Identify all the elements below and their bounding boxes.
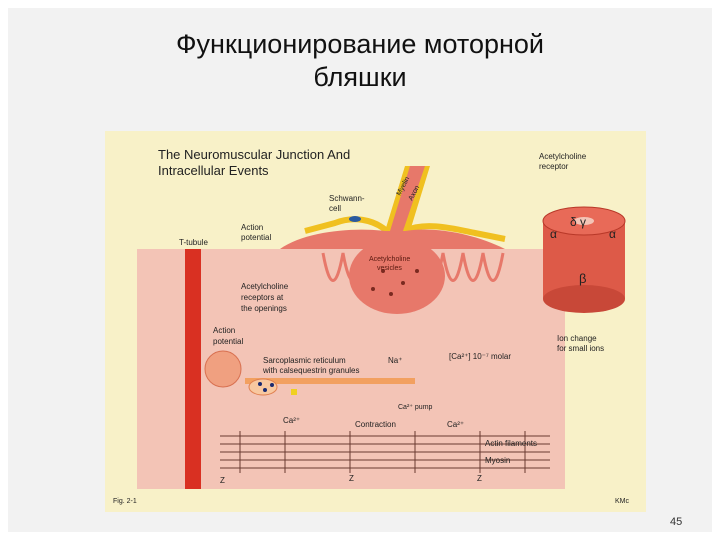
receptor-subunit-bottom: β: [579, 271, 586, 286]
receptor-subunit-top: δ γ: [570, 215, 586, 229]
receptor-title-label-1: Acetylcholine: [539, 152, 587, 161]
myosin-label: Myosin: [485, 456, 510, 465]
ach-receptors-label-2: receptors at: [241, 293, 284, 302]
ach-vesicles-label-2: vesicles: [377, 265, 402, 272]
ca-right-label: Ca²⁺: [447, 420, 464, 429]
figure-heading-line-2: Intracellular Events: [158, 163, 269, 178]
sr-label-1: Sarcoplasmic reticulum: [263, 356, 346, 365]
action-potential-mid-label-2: potential: [213, 337, 243, 346]
page-number: 45: [670, 516, 683, 528]
vesicle: [389, 292, 393, 296]
calsequestrin-granule: [258, 382, 262, 386]
ach-vesicles-label-1: Acetylcholine: [369, 256, 410, 263]
z-line-label-3: Z: [477, 474, 482, 483]
slide: Функционирование моторной бляшки: [8, 8, 712, 532]
vesicle: [415, 269, 419, 273]
action-potential-top-label-1: Action: [241, 223, 263, 232]
receptor-subunit-left: α: [550, 227, 557, 241]
figure-credit-label: KMc: [615, 498, 630, 505]
vesicle: [401, 281, 405, 285]
sr-cisterna: [248, 378, 278, 396]
calsequestrin-granule: [270, 383, 274, 387]
action-potential-mid-label-1: Action: [213, 326, 235, 335]
schwann-cell-label-1: Schwann-: [329, 194, 365, 203]
receptor-title-label-2: receptor: [539, 162, 569, 171]
calsequestrin-granule: [263, 388, 267, 392]
ion-change-label-2: for small ions: [557, 344, 604, 353]
t-tubule: [185, 249, 201, 489]
ach-receptors-label-3: the openings: [241, 304, 287, 313]
acetylcholine-receptor: [542, 206, 626, 313]
t-tubule-label: T-tubule: [179, 238, 208, 247]
slide-title-line-1: Функционирование моторной: [176, 29, 544, 59]
vesicle: [381, 269, 385, 273]
ion-change-label-1: Ion change: [557, 334, 597, 343]
nerve-terminal: [349, 238, 445, 314]
z-line-label-1: Z: [220, 476, 225, 485]
z-line-label-2: Z: [349, 474, 354, 483]
ca-pump-label: Ca²⁺ pump: [398, 404, 433, 411]
myofilaments: [220, 431, 550, 473]
action-potential-top-label-2: potential: [241, 233, 271, 242]
slide-title-line-2: бляшки: [313, 62, 407, 92]
ca-concentration-label: [Ca²⁺] 10⁻⁷ molar: [449, 352, 511, 361]
ca-pump-marker: [291, 389, 297, 395]
schwann-sheath-right: [403, 223, 506, 242]
na-label: Na⁺: [388, 356, 402, 365]
figure-canvas: The Neuromuscular Junction And Intracell…: [105, 131, 646, 512]
sr-label-2: with calsequestrin granules: [262, 366, 360, 375]
action-potential-cell: [204, 350, 242, 388]
axon: [390, 166, 425, 231]
schwann-cell-label-2: cell: [329, 204, 341, 213]
figure-number-label: Fig. 2-1: [113, 498, 137, 505]
ca-left-label: Ca²⁺: [283, 416, 300, 425]
ach-receptors-label-1: Acetylcholine: [241, 282, 289, 291]
actin-label: Actin filaments: [485, 439, 537, 448]
slide-title: Функционирование моторной бляшки: [8, 28, 712, 94]
receptor-subunit-right: α: [609, 227, 616, 241]
neuromuscular-junction-figure: The Neuromuscular Junction And Intracell…: [105, 131, 646, 512]
figure-heading-line-1: The Neuromuscular Junction And: [158, 147, 350, 162]
contraction-label: Contraction: [355, 420, 396, 429]
schwann-nucleus: [349, 216, 361, 222]
vesicle: [371, 287, 375, 291]
